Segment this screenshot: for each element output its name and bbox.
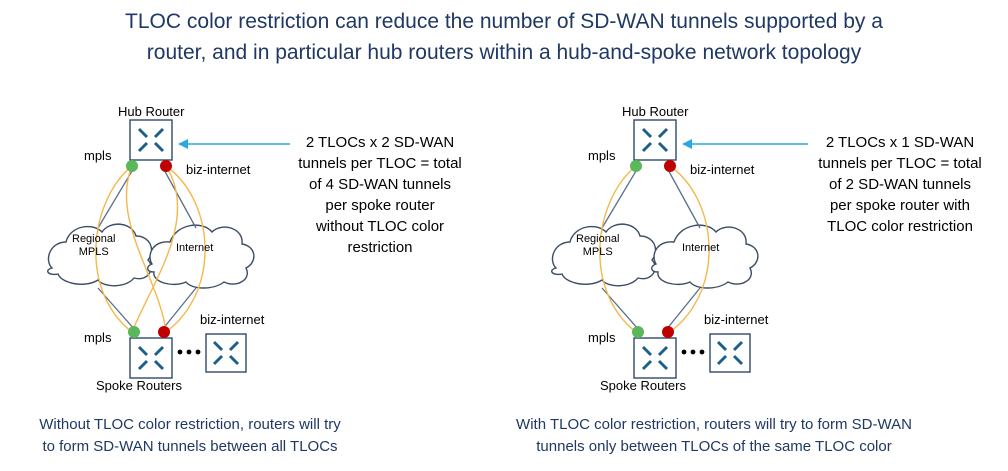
note-line: per spoke router: [325, 197, 435, 214]
cloud-mpls-label: Regional MPLS: [576, 233, 619, 259]
spoke-biz-label: biz-internet: [200, 312, 265, 327]
spoke-router-2: [205, 333, 247, 373]
spoke-biz-tloc: [662, 326, 674, 338]
spoke-biz-label: biz-internet: [704, 312, 769, 327]
spoke-router-2: [709, 333, 751, 373]
hub-router-label: Hub Router: [118, 104, 185, 119]
hub-mpls-tloc: [126, 160, 138, 172]
page-title: TLOC color restriction can reduce the nu…: [0, 6, 1008, 68]
tunnel-biz-biz: [165, 165, 206, 333]
hub-router: [633, 119, 677, 161]
note-line: 2 TLOCs x 1 SD-WAN: [825, 134, 975, 151]
cloud-regional-mpls: [551, 223, 657, 287]
title-line-1: TLOC color restriction can reduce the nu…: [125, 10, 883, 33]
topology-diagram-without: [47, 119, 290, 379]
tunnel-count-note: 2 TLOCs x 2 SD-WAN tunnels per TLOC = to…: [292, 132, 468, 258]
cloud-regional-mpls: [47, 223, 153, 287]
caption-line: With TLOC color restriction, routers wil…: [516, 416, 912, 433]
hub-router-label: Hub Router: [622, 104, 689, 119]
pointer-arrow: [178, 139, 290, 149]
tunnel-biz-mpls: [131, 165, 179, 333]
cloud-mpls-line-2: MPLS: [582, 246, 613, 258]
spoke-mpls-label: mpls: [84, 330, 112, 345]
note-line: of 4 SD-WAN tunnels: [309, 176, 451, 193]
note-line: of 2 SD-WAN tunnels: [829, 176, 971, 193]
tunnel-mpls-mpls: [95, 165, 133, 333]
panel-caption: With TLOC color restriction, routers wil…: [464, 414, 964, 458]
sdwan-tunnels: [95, 165, 206, 333]
spoke-router: [633, 337, 677, 379]
ellipsis-dots: [681, 349, 705, 355]
topology-diagram-with: [551, 119, 808, 379]
cloud-mpls-line-2: MPLS: [78, 246, 109, 258]
panel-caption: Without TLOC color restriction, routers …: [0, 414, 380, 458]
note-line: per spoke router with: [829, 197, 971, 214]
hub-biz-label: biz-internet: [186, 162, 251, 177]
note-line: restriction: [347, 239, 413, 256]
tunnel-count-note: 2 TLOCs x 1 SD-WAN tunnels per TLOC = to…: [808, 132, 992, 237]
hub-biz-label: biz-internet: [690, 162, 755, 177]
tunnel-mpls-biz: [125, 165, 167, 333]
sdwan-tunnels: [599, 165, 710, 333]
pointer-arrow: [682, 139, 808, 149]
hub-mpls-tloc: [630, 160, 642, 172]
hub-mpls-label: mpls: [588, 148, 616, 163]
caption-line: tunnels only between TLOCs of the same T…: [536, 438, 892, 455]
spoke-mpls-tloc: [632, 326, 644, 338]
cloud-internet-label: Internet: [176, 242, 214, 254]
panel-without-restriction: Hub Router mpls biz-internet Regional MP…: [0, 90, 504, 471]
caption-line: to form SD-WAN tunnels between all TLOCs: [42, 438, 338, 455]
note-line: tunnels per TLOC = total: [818, 155, 982, 172]
spoke-router: [129, 337, 173, 379]
note-line: 2 TLOCs x 2 SD-WAN: [305, 134, 455, 151]
hub-biz-tloc: [664, 160, 676, 172]
spoke-mpls-tloc: [128, 326, 140, 338]
spoke-biz-tloc: [158, 326, 170, 338]
hub-mpls-label: mpls: [84, 148, 112, 163]
cloud-mpls-line-1: Regional: [576, 233, 620, 245]
note-line: tunnels per TLOC = total: [298, 155, 462, 172]
panel-with-restriction: Hub Router mpls biz-internet Regional MP…: [504, 90, 1008, 471]
hub-biz-tloc: [160, 160, 172, 172]
cloud-internet-label: Internet: [682, 242, 720, 254]
tunnel-mpls-mpls: [599, 165, 637, 333]
spoke-routers-label: Spoke Routers: [600, 378, 686, 393]
cloud-mpls-line-1: Regional: [72, 233, 116, 245]
spoke-mpls-label: mpls: [588, 330, 616, 345]
cloud-internet: [651, 224, 759, 289]
ellipsis-dots: [177, 349, 201, 355]
note-line: TLOC color restriction: [827, 218, 973, 235]
title-line-2: router, and in particular hub routers wi…: [146, 41, 862, 64]
tunnel-biz-biz: [669, 165, 710, 333]
caption-line: Without TLOC color restriction, routers …: [39, 416, 341, 433]
hub-router: [129, 119, 173, 161]
note-line: without TLOC color: [315, 218, 445, 235]
cloud-mpls-label: Regional MPLS: [72, 233, 115, 259]
spoke-routers-label: Spoke Routers: [96, 378, 182, 393]
